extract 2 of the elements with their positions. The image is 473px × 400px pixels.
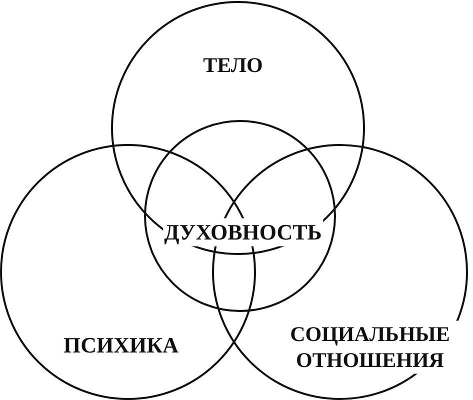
venn-circle	[144, 120, 336, 312]
circle-label: ДУХОВНОСТЬ	[163, 218, 323, 246]
